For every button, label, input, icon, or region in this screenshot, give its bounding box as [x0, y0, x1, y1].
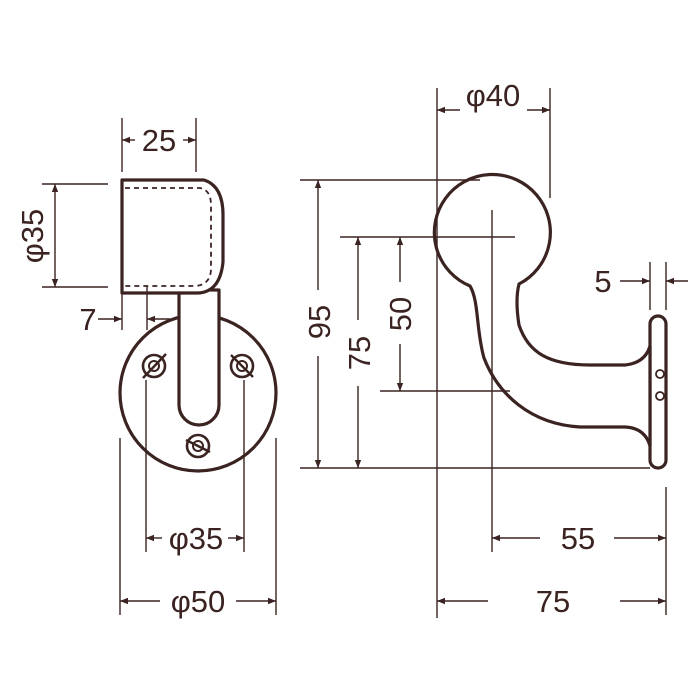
saddle-head	[120, 178, 225, 295]
bracket-diameter-label: φ35	[15, 209, 50, 264]
plate-screw-top	[655, 369, 665, 379]
plate-screw-bottom	[655, 391, 665, 401]
center-height-label: 75	[342, 336, 377, 370]
total-depth-label: 75	[536, 584, 570, 619]
total-height-label: 95	[302, 305, 337, 339]
offset-label: 7	[79, 302, 96, 337]
base-diameter-label: φ50	[171, 584, 226, 619]
width-label: 25	[142, 123, 176, 158]
upper-height-label: 50	[383, 297, 418, 331]
side-view: φ40 95 75 50 5 55 75	[300, 78, 688, 619]
plate-thickness-label: 5	[594, 264, 611, 299]
front-view: 25 φ35 7 φ35 φ50	[15, 118, 278, 619]
screw-bottom	[185, 433, 211, 459]
screw-right	[229, 353, 255, 379]
rail-diameter-label: φ40	[466, 78, 521, 113]
bolt-circle-label: φ35	[169, 521, 224, 556]
bracket-stem	[177, 288, 221, 427]
screw-left	[141, 353, 167, 379]
rail-and-arm	[432, 172, 652, 448]
arm-reach-label: 55	[561, 521, 595, 556]
saddle-hidden-line	[125, 187, 212, 287]
